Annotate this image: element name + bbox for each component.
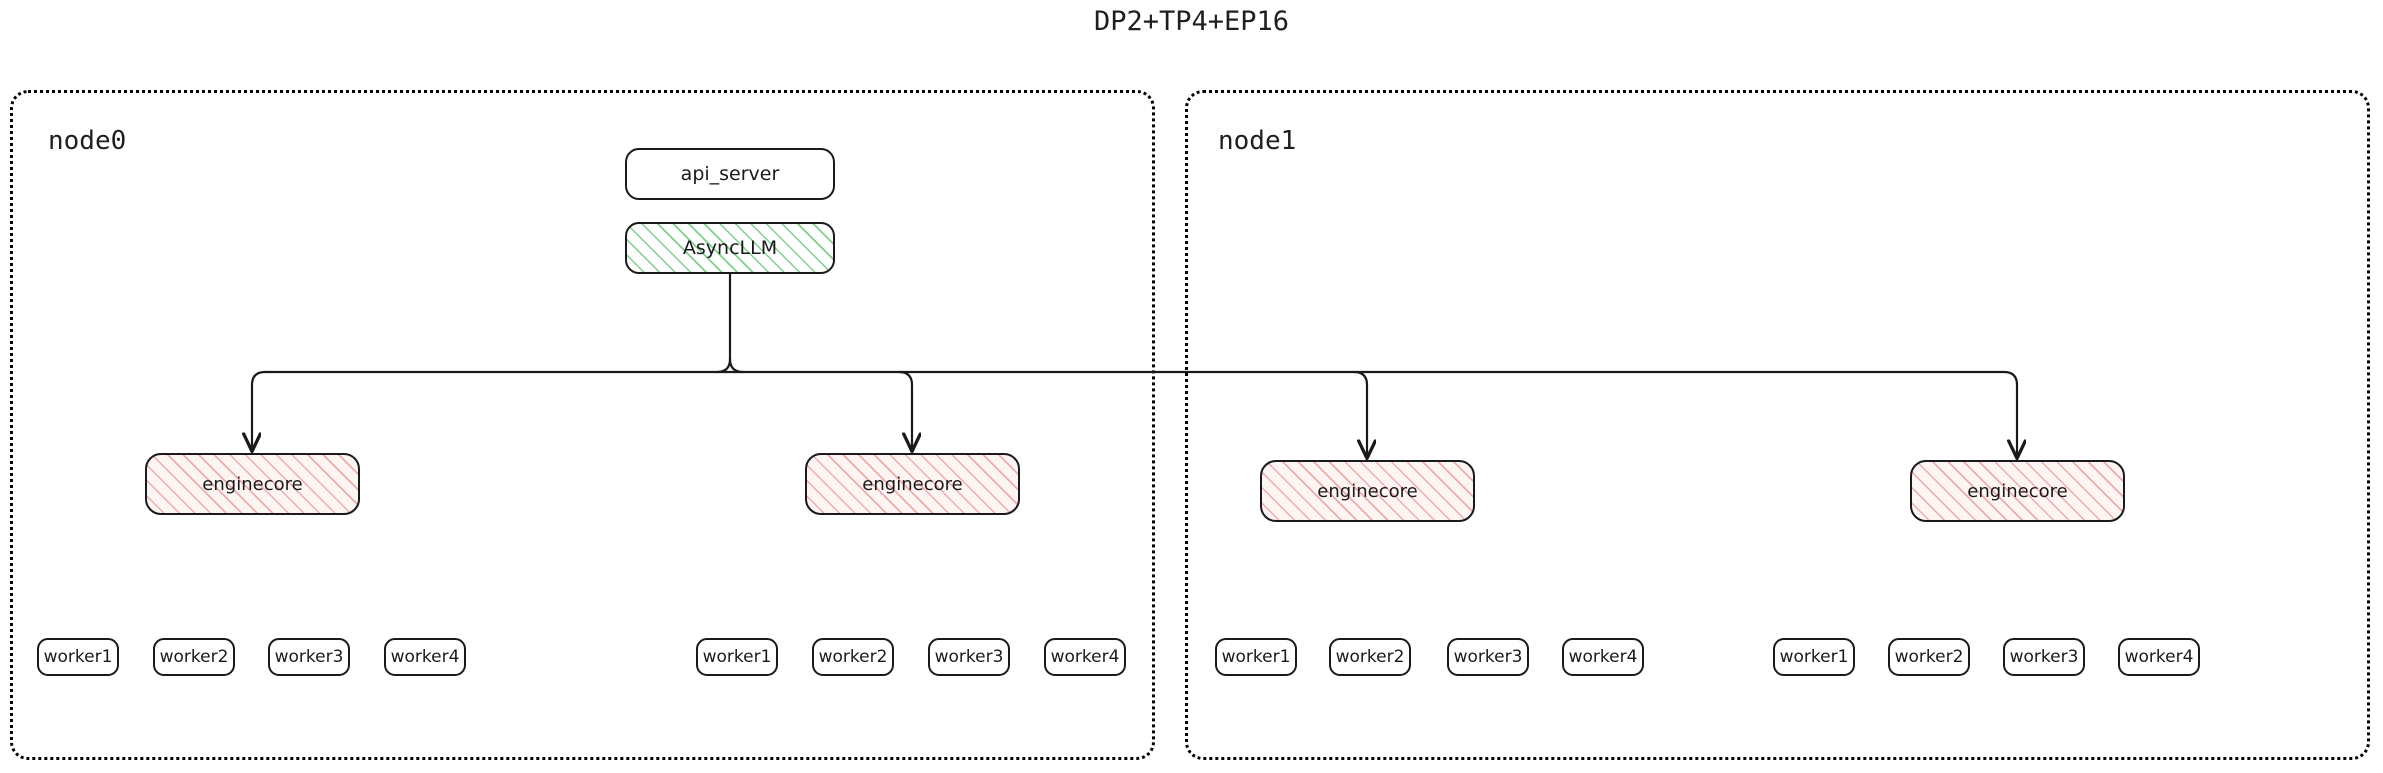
worker-box-label: worker4 [1568, 647, 1638, 667]
worker-box-label: worker3 [934, 647, 1004, 667]
enginecore-box[interactable]: enginecore [805, 453, 1020, 515]
page-title: DP2+TP4+EP16 [1093, 6, 1290, 37]
worker-box[interactable]: worker2 [1888, 638, 1970, 676]
worker-box[interactable]: worker2 [812, 638, 894, 676]
worker-box-label: worker3 [274, 647, 344, 667]
asyncllm-box[interactable]: AsyncLLM [625, 222, 835, 274]
node-container-node1 [1185, 90, 2370, 760]
worker-box[interactable]: worker2 [1329, 638, 1411, 676]
worker-box-label: worker4 [1050, 647, 1120, 667]
worker-box-label: worker2 [1335, 647, 1405, 667]
worker-box-label: worker2 [1894, 647, 1964, 667]
worker-box-label: worker4 [390, 647, 460, 667]
worker-box[interactable]: worker4 [2118, 638, 2200, 676]
worker-box[interactable]: worker1 [1773, 638, 1855, 676]
worker-box[interactable]: worker3 [1447, 638, 1529, 676]
node-container-node0 [10, 90, 1155, 760]
enginecore-box[interactable]: enginecore [1260, 460, 1475, 522]
worker-box-label: worker1 [702, 647, 772, 667]
worker-box-label: worker4 [2124, 647, 2194, 667]
asyncllm-box-label: AsyncLLM [682, 237, 778, 259]
enginecore-box-label: enginecore [862, 473, 963, 495]
worker-box[interactable]: worker2 [153, 638, 235, 676]
enginecore-box[interactable]: enginecore [145, 453, 360, 515]
enginecore-box[interactable]: enginecore [1910, 460, 2125, 522]
worker-box-label: worker3 [1453, 647, 1523, 667]
worker-box[interactable]: worker4 [384, 638, 466, 676]
worker-box-label: worker1 [1221, 647, 1291, 667]
api-server-box-label: api_server [680, 163, 780, 185]
api-server-box[interactable]: api_server [625, 148, 835, 200]
worker-box-label: worker2 [818, 647, 888, 667]
worker-box[interactable]: worker4 [1562, 638, 1644, 676]
node-label-node1: node1 [1218, 126, 1297, 156]
worker-box-label: worker2 [159, 647, 229, 667]
worker-box[interactable]: worker3 [928, 638, 1010, 676]
worker-box[interactable]: worker4 [1044, 638, 1126, 676]
worker-box-label: worker1 [1779, 647, 1849, 667]
worker-box-label: worker3 [2009, 647, 2079, 667]
worker-box[interactable]: worker3 [268, 638, 350, 676]
enginecore-box-label: enginecore [1317, 480, 1418, 502]
enginecore-box-label: enginecore [1967, 480, 2068, 502]
worker-box[interactable]: worker1 [1215, 638, 1297, 676]
enginecore-box-label: enginecore [202, 473, 303, 495]
worker-box-label: worker1 [43, 647, 113, 667]
node-label-node0: node0 [48, 126, 127, 156]
worker-box[interactable]: worker3 [2003, 638, 2085, 676]
worker-box[interactable]: worker1 [37, 638, 119, 676]
worker-box[interactable]: worker1 [696, 638, 778, 676]
